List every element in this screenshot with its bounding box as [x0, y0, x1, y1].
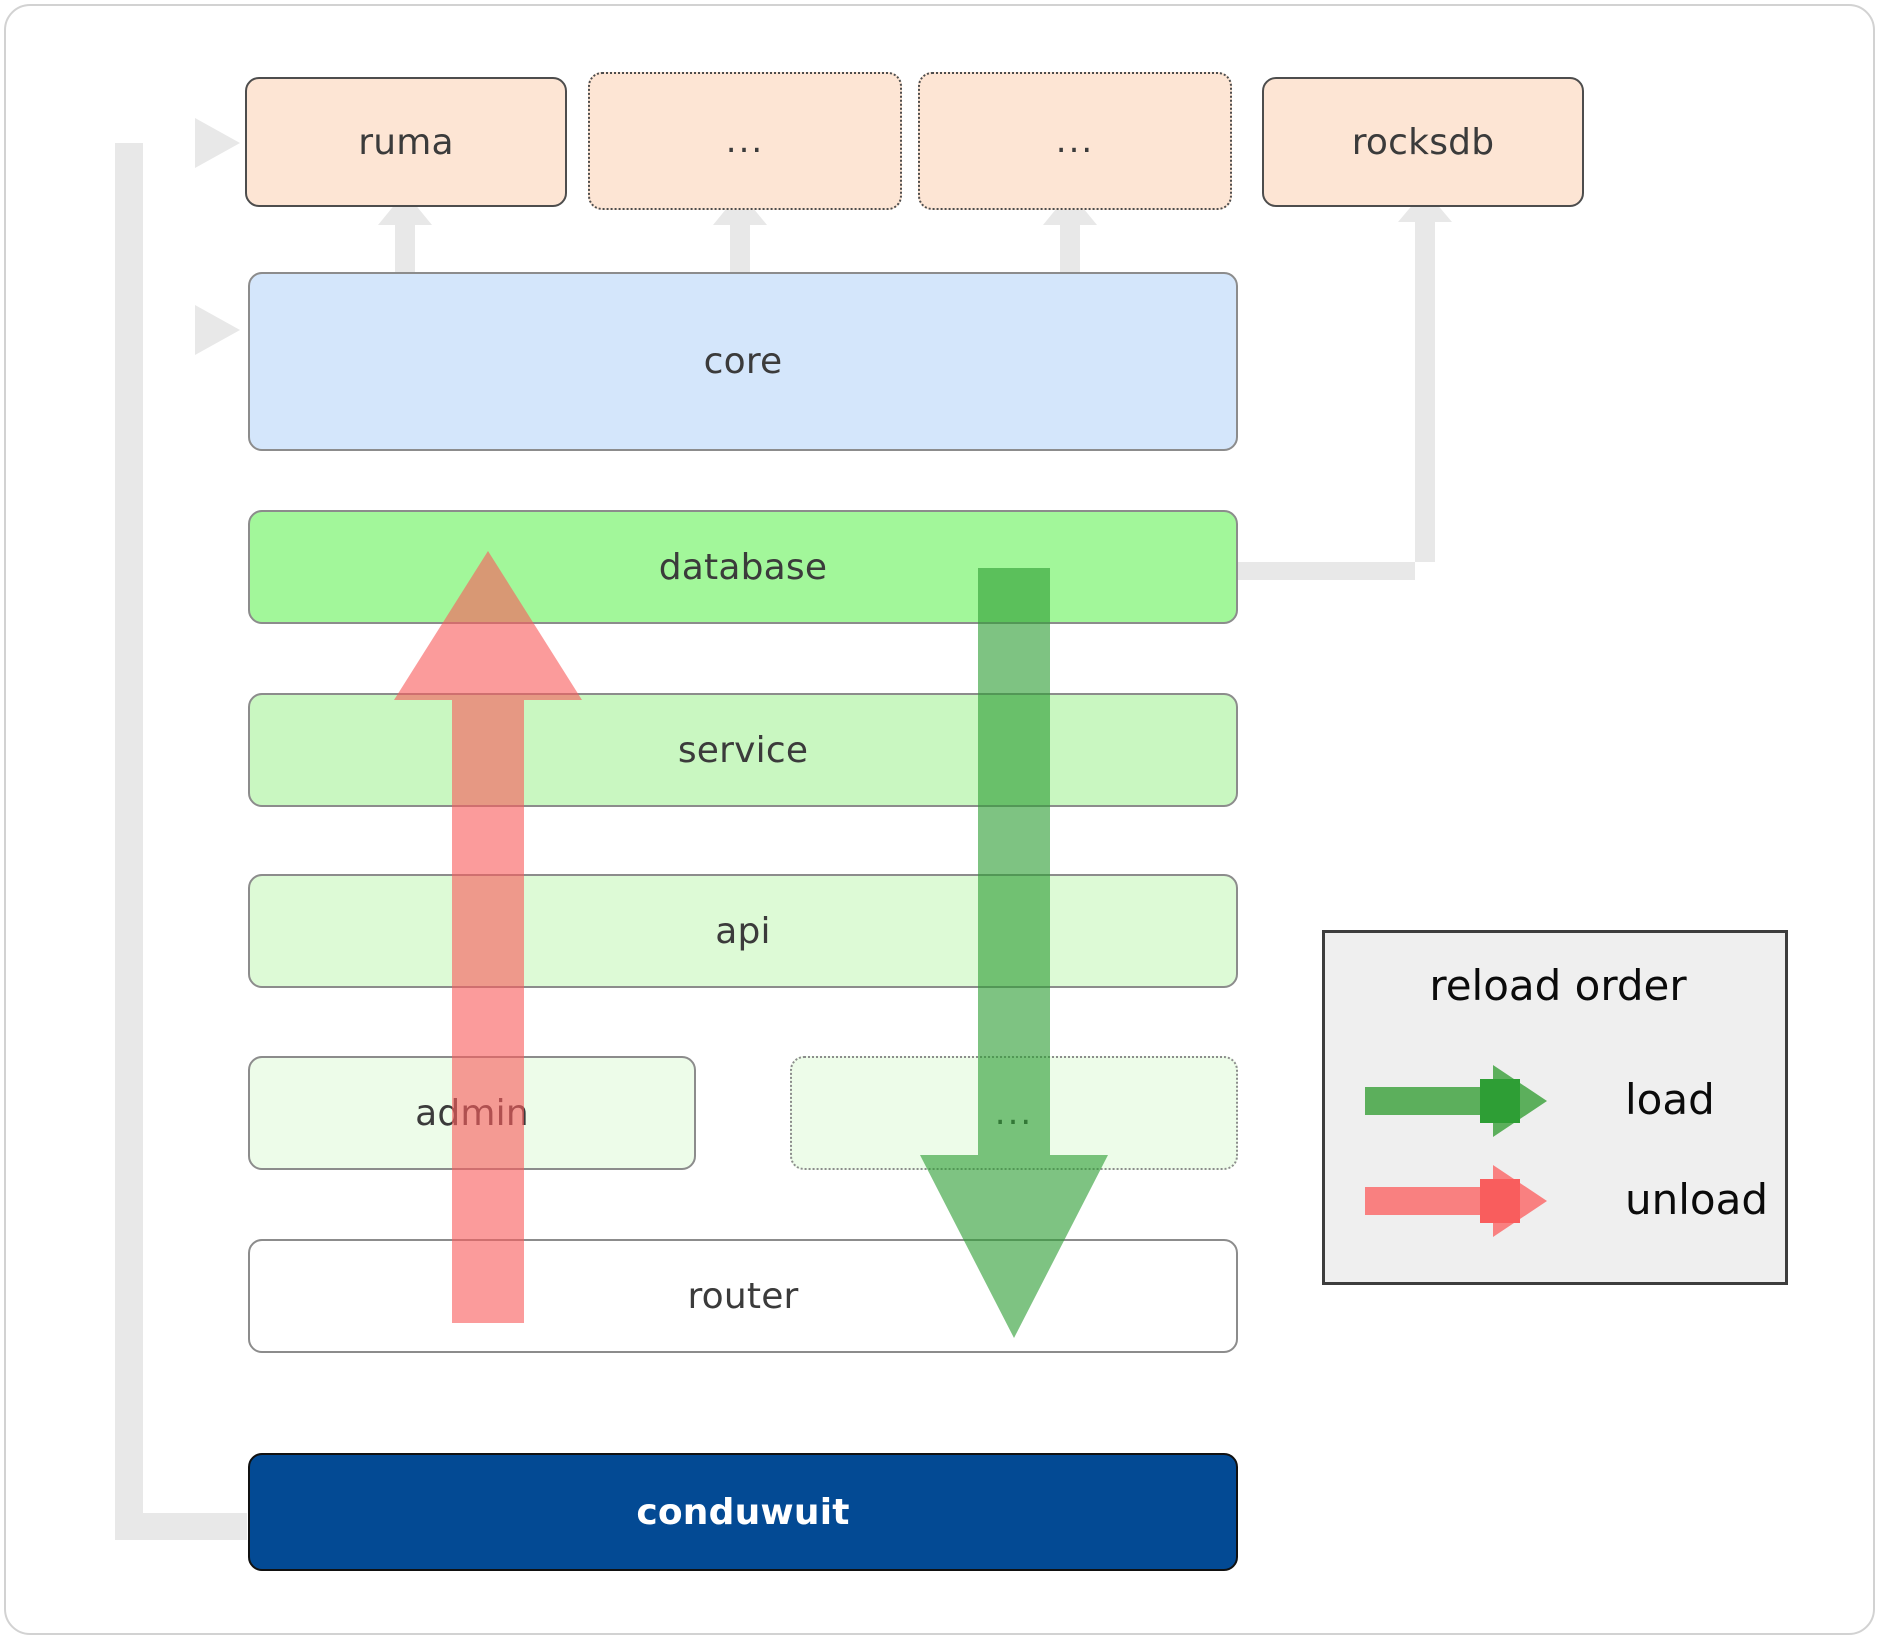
database-box[interactable]: database — [248, 510, 1238, 624]
database-label: database — [658, 546, 828, 588]
service-label: service — [677, 729, 809, 771]
load-arrow-swatch-icon — [1365, 1065, 1547, 1137]
ruma-label: ruma — [358, 121, 454, 163]
api-label: api — [715, 910, 771, 952]
top-ellipsis-1-label: ... — [725, 121, 765, 161]
top-ellipsis-1-box[interactable]: ... — [588, 72, 902, 210]
router-label: router — [687, 1275, 799, 1317]
top-ellipsis-2-label: ... — [1055, 121, 1095, 161]
row-ellipsis-label: ... — [994, 1093, 1034, 1133]
core-box[interactable]: core — [248, 272, 1238, 451]
legend-row-load: load — [1325, 1061, 1791, 1141]
diagram-frame — [4, 4, 1875, 1635]
rocksdb-label: rocksdb — [1351, 121, 1495, 163]
core-label: core — [703, 341, 783, 382]
legend-label-load: load — [1625, 1075, 1715, 1124]
admin-box[interactable]: admin — [248, 1056, 696, 1170]
legend-row-unload: unload — [1325, 1161, 1791, 1241]
ruma-box[interactable]: ruma — [245, 77, 567, 207]
service-box[interactable]: service — [248, 693, 1238, 807]
row-ellipsis-box[interactable]: ... — [790, 1056, 1238, 1170]
legend-label-unload: unload — [1625, 1175, 1769, 1224]
router-box[interactable]: router — [248, 1239, 1238, 1353]
unload-arrow-swatch-icon — [1365, 1165, 1547, 1237]
conduwuit-label: conduwuit — [636, 1491, 850, 1533]
conduwuit-box[interactable]: conduwuit — [248, 1453, 1238, 1571]
admin-label: admin — [415, 1092, 529, 1134]
legend-title: reload order — [1429, 961, 1687, 1010]
top-ellipsis-2-box[interactable]: ... — [918, 72, 1232, 210]
rocksdb-box[interactable]: rocksdb — [1262, 77, 1584, 207]
legend-panel: reload order load unload — [1322, 930, 1788, 1285]
api-box[interactable]: api — [248, 874, 1238, 988]
